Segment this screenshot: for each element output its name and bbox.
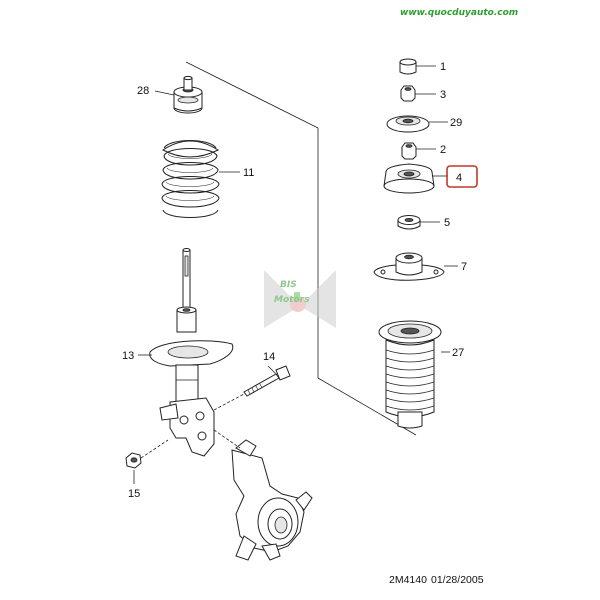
part-3-nut [400,85,416,102]
callout-29: 29 [450,117,462,129]
callout-5: 5 [444,217,450,229]
watermark-logo-bottom: Motors [274,295,310,305]
explosion-frame [185,61,417,436]
callout-3: 3 [440,89,446,101]
callout-7: 7 [461,261,467,273]
callout-2: 2 [440,144,446,156]
part-15-nut [125,439,169,469]
part-13-strut [149,248,234,457]
part-4-strut-mount [383,163,435,194]
part-7-spring-seat [373,252,445,281]
callout-11: 11 [243,167,254,179]
callout-13: 13 [122,350,134,362]
part-1-cap [399,58,417,75]
callout-4: 4 [456,172,462,184]
part-11-coil-spring [161,140,220,218]
callout-15: 15 [128,488,140,500]
part-29-washer [386,115,430,133]
watermark-logo: BIS Motors [264,270,336,328]
part-28-top-mount [173,75,203,114]
callout-28: 28 [137,85,149,97]
watermark-url: www.quocduyauto.com [400,8,518,18]
steering-knuckle [213,429,313,561]
callout-4-highlight [446,165,478,188]
diagram-reference-code: 2M4140 [389,574,427,586]
part-14-bolt [213,365,291,411]
callout-27: 27 [452,347,464,359]
part-5-bearing [397,215,421,230]
part-2-nut [401,142,417,160]
part-27-dust-boot [378,320,442,429]
callout-1: 1 [440,61,446,73]
watermark-logo-top: BIS [280,280,297,290]
callout-14: 14 [263,351,275,363]
diagram-reference-date: 01/28/2005 [431,574,484,586]
leader-lines [133,65,458,484]
